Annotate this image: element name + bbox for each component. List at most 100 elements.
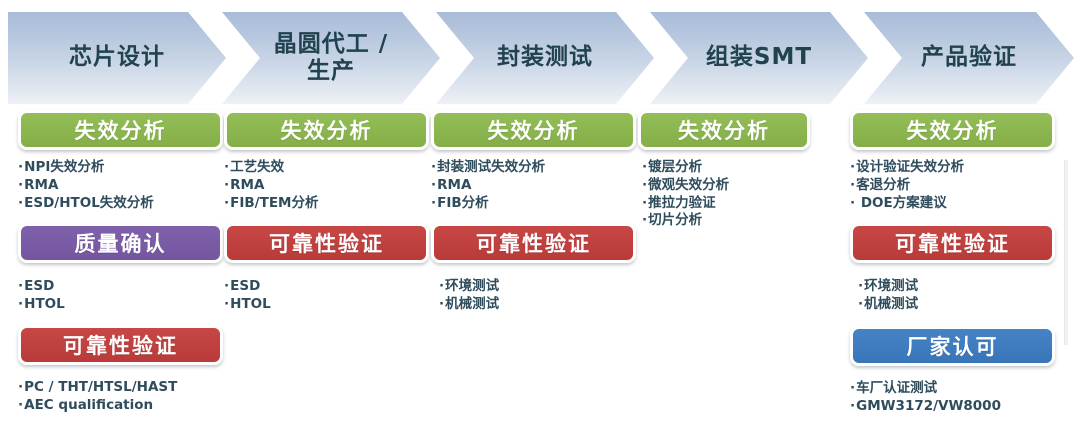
bullet-dot-icon: · [642,159,648,175]
pill-label: 失效分析 [487,119,580,143]
bullet-list-failure-analysis-package-test: ·封装测试失效分析 ·RMA ·FIB分析 [431,159,636,212]
pill-label: 厂家认可 [906,335,999,360]
bullet-dot-icon: · [439,296,445,313]
stage-label-wafer-foundry-line2: 生产 [306,58,355,84]
bullet-list-reliability-validation-product-validation: ·环境测试 ·机械测试 [850,278,1055,314]
list-item: ·机械测试 [858,296,919,313]
pill-label: 可靠性验证 [269,232,384,257]
stage-chevron-wafer-foundry[interactable]: 晶圆代工 / 生产 [222,12,440,104]
bullet-dot-icon: · [431,176,437,193]
pill-label: 可靠性验证 [63,334,178,359]
column-chip-design: 失效分析 ·NPI失效分析 ·RMA ·ESD/HTOL失效分析 质量确认 ·E… [18,108,223,415]
bullet-list-reliability-validation-wafer-foundry: ·ESD ·HTOL [224,278,429,314]
right-edge-artifact [1064,160,1068,345]
bullet-dot-icon: · [224,176,230,193]
list-item: ·镀层分析 [642,159,703,175]
list-item: ·机械测试 [439,296,500,313]
bullet-list-failure-analysis-assembly-smt: ·镀层分析 ·微观失效分析 ·推拉力验证 ·切片分析 [638,159,843,230]
bullet-dot-icon: · [642,176,648,193]
pill-label: 可靠性验证 [476,232,591,257]
bullet-dot-icon: · [18,194,24,211]
list-item: ·FIB/TEM分析 [224,194,319,211]
bullet-dot-icon: · [642,194,648,211]
stage-chevron-chip-design[interactable]: 芯片设计 [8,12,226,104]
list-item: ·推拉力验证 [642,194,716,211]
pill-reliability-validation-wafer-foundry[interactable]: 可靠性验证 [224,223,429,264]
list-item: ·ESD [18,278,55,295]
pill-failure-analysis-package-test[interactable]: 失效分析 [431,110,636,150]
stage-content-columns: 失效分析 ·NPI失效分析 ·RMA ·ESD/HTOL失效分析 质量确认 ·E… [0,108,1080,438]
pill-failure-analysis-assembly-smt[interactable]: 失效分析 [638,110,810,150]
list-item: ·工艺失效 [224,159,285,175]
stage-chevron-product-validation[interactable]: 产品验证 [864,12,1074,104]
list-item: ·环境测试 [858,278,919,295]
bullet-dot-icon: · [850,159,856,175]
process-stage-band: 芯片设计 晶圆代工 / 生产 封装测试 组装SMT 产品验证 [0,12,1080,104]
pill-failure-analysis-chip-design[interactable]: 失效分析 [18,110,223,150]
bullet-dot-icon: · [18,278,24,295]
bullet-dot-icon: · [858,296,864,313]
column-wafer-foundry: 失效分析 ·工艺失效 ·RMA ·FIB/TEM分析 可靠性验证 ·ESD ·H… [224,108,429,314]
list-item: ·ESD [224,278,261,295]
bullet-list-quality-confirmation-chip-design: ·ESD ·HTOL [18,278,223,314]
bullet-dot-icon: · [18,396,24,413]
stage-chevron-assembly-smt[interactable]: 组装SMT [650,12,868,104]
list-item: ·客退分析 [850,176,911,193]
list-item: ·NPI失效分析 [18,159,105,175]
list-item: ·车厂认证测试 [850,380,938,397]
bullet-dot-icon: · [850,397,856,414]
list-item: · DOE方案建议 [850,194,947,211]
bullet-dot-icon: · [431,194,437,211]
stage-label-product-validation: 产品验证 [921,44,1017,71]
pill-label: 失效分析 [74,119,167,143]
bullet-dot-icon: · [850,176,856,193]
pill-failure-analysis-wafer-foundry[interactable]: 失效分析 [224,110,429,150]
stage-label-wafer-foundry-line1: 晶圆代工 / [273,30,389,57]
bullet-dot-icon: · [850,380,856,397]
list-item: ·设计验证失效分析 [850,159,965,175]
list-item: ·环境测试 [439,278,500,295]
list-item: ·HTOL [224,296,271,313]
stage-label-assembly-smt: 组装SMT [705,44,813,71]
bullet-list-failure-analysis-product-validation: ·设计验证失效分析 ·客退分析 · DOE方案建议 [850,159,1055,212]
list-item: ·PC / THT/HTSL/HAST [18,379,178,396]
bullet-dot-icon: · [850,194,856,211]
pill-reliability-validation-chip-design[interactable]: 可靠性验证 [18,325,223,366]
bullet-dot-icon: · [18,159,24,175]
pill-reliability-validation-package-test[interactable]: 可靠性验证 [431,223,636,264]
pill-label: 质量确认 [74,232,167,257]
list-item: ·RMA [431,176,472,193]
bullet-dot-icon: · [18,176,24,193]
bullet-dot-icon: · [642,212,648,229]
pill-quality-confirmation-chip-design[interactable]: 质量确认 [18,223,223,264]
bullet-dot-icon: · [224,194,230,211]
bullet-list-oem-approval-product-validation: ·车厂认证测试 ·GMW3172/VW8000 [850,380,1055,416]
bullet-dot-icon: · [224,296,230,313]
list-item: ·AEC qualification [18,396,154,413]
pill-oem-approval-product-validation[interactable]: 厂家认可 [850,326,1055,367]
bullet-dot-icon: · [431,159,437,175]
list-item: ·HTOL [18,296,65,313]
stage-chevron-package-test[interactable]: 封装测试 [436,12,654,104]
list-item: ·RMA [18,176,59,193]
column-package-test: 失效分析 ·封装测试失效分析 ·RMA ·FIB分析 可靠性验证 ·环境测试 ·… [431,108,636,314]
pill-label: 可靠性验证 [895,232,1010,257]
stage-label-package-test: 封装测试 [497,44,593,71]
pill-reliability-validation-product-validation[interactable]: 可靠性验证 [850,223,1055,264]
list-item: ·RMA [224,176,265,193]
stage-label-chip-design: 芯片设计 [69,44,165,71]
bullet-list-failure-analysis-chip-design: ·NPI失效分析 ·RMA ·ESD/HTOL失效分析 [18,159,223,212]
pill-failure-analysis-product-validation[interactable]: 失效分析 [850,110,1055,150]
list-item: ·切片分析 [642,212,703,229]
pill-label: 失效分析 [906,119,999,143]
bullet-dot-icon: · [224,278,230,295]
bullet-dot-icon: · [18,379,24,396]
bullet-list-failure-analysis-wafer-foundry: ·工艺失效 ·RMA ·FIB/TEM分析 [224,159,429,212]
pill-label: 失效分析 [280,119,373,143]
bullet-dot-icon: · [439,278,445,295]
pill-label: 失效分析 [678,119,770,143]
list-item: ·微观失效分析 [642,176,730,193]
column-assembly-smt: 失效分析 ·镀层分析 ·微观失效分析 ·推拉力验证 ·切片分析 [638,108,843,230]
list-item: ·封装测试失效分析 [431,159,546,175]
